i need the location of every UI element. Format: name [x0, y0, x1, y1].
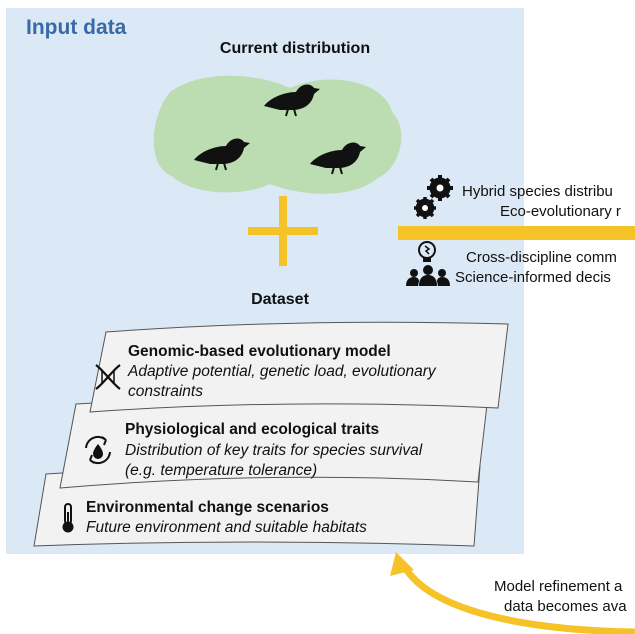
dna-icon [95, 364, 121, 390]
right-divider-bar [398, 226, 635, 240]
layer-2-line1: Distribution of key traits for species s… [125, 442, 423, 459]
layer-1-line2: constraints [128, 383, 203, 400]
layer-card-1 [89, 321, 509, 413]
bird-icon [194, 138, 250, 171]
panel-title: Input data [26, 16, 127, 39]
arrow-head-icon [390, 552, 414, 576]
thermometer-icon [62, 503, 74, 533]
dataset-title: Dataset [251, 291, 309, 308]
plus-vertical [279, 196, 287, 266]
right-line-4: Science-informed decis [455, 269, 611, 286]
lightbulb-icon [418, 241, 436, 262]
layer-1-title: Genomic-based evolutionary model [128, 343, 391, 360]
distribution-title: Current distribution [219, 40, 371, 57]
bottom-line-2: data becomes ava [504, 598, 627, 615]
layer-2-line2: (e.g. temperature tolerance) [125, 462, 318, 479]
layer-3-title: Environmental change scenarios [86, 499, 329, 516]
right-line-1: Hybrid species distribu [462, 183, 613, 200]
right-line-2: Eco-evolutionary r [500, 203, 621, 220]
right-line-3: Cross-discipline comm [466, 249, 617, 266]
people-icon [406, 265, 450, 286]
feedback-arrow [400, 562, 635, 634]
distribution-blob [153, 75, 402, 194]
gear-icon [427, 175, 453, 201]
bird-icon [310, 142, 366, 175]
bottom-line-1: Model refinement a [494, 578, 623, 595]
layer-2-title: Physiological and ecological traits [125, 421, 380, 438]
layer-3-line1: Future environment and suitable habitats [86, 519, 367, 536]
trait-cycle-icon [85, 435, 111, 465]
layer-1-line1: Adaptive potential, genetic load, evolut… [128, 363, 436, 380]
gear-icon [414, 197, 436, 219]
bird-icon [264, 84, 320, 117]
